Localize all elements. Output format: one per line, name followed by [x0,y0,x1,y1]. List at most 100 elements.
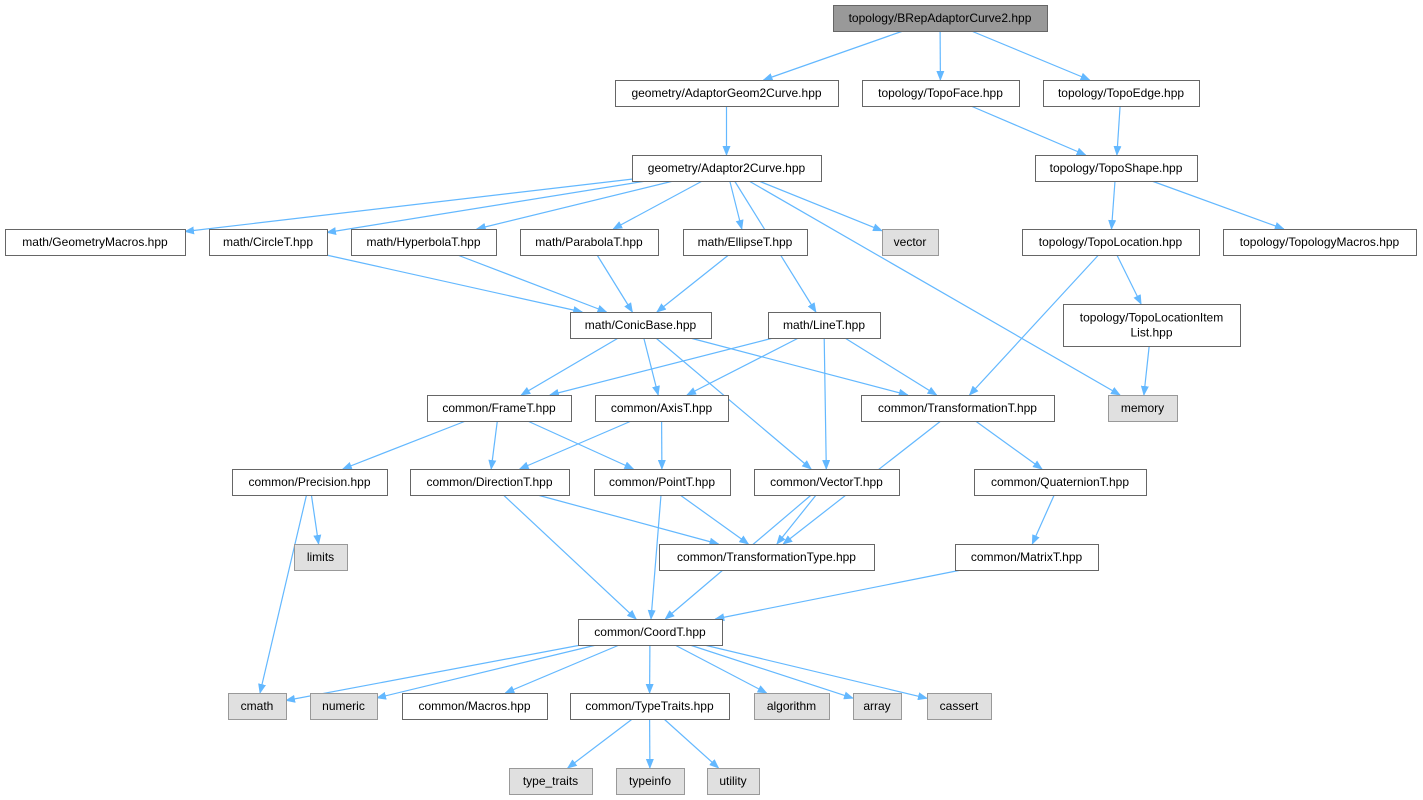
node-label: common/VectorT.hpp [770,475,883,489]
node-type_traits: type_traits [509,768,593,795]
node-parabola[interactable]: math/ParabolaT.hpp [520,229,659,256]
node-box [232,469,388,496]
node-quaternion[interactable]: common/QuaternionT.hpp [974,469,1147,496]
edge-hyperbola-to-conicbase [457,254,608,313]
edge-conicbase-to-vectort [655,337,812,470]
node-box [632,155,822,182]
edge-direction-to-transftype [537,494,720,546]
edge-root-to-topoedge [971,30,1091,81]
node-ellipse[interactable]: math/EllipseT.hpp [683,229,808,256]
edge-topoedge-to-toposhape [1113,105,1122,156]
node-label: limits [307,550,334,564]
node-topomacros[interactable]: topology/TopologyMacros.hpp [1223,229,1417,256]
node-label: math/CircleT.hpp [223,235,313,249]
node-coord[interactable]: common/CoordT.hpp [578,619,723,646]
edge-line-to-transformation [844,337,938,396]
node-label: math/EllipseT.hpp [698,235,793,249]
node-transformation[interactable]: common/TransformationT.hpp [861,395,1055,422]
edge-adaptor2-to-geommacros [184,178,633,235]
node-typetraits[interactable]: common/TypeTraits.hpp [570,693,730,720]
node-topolocation[interactable]: topology/TopoLocation.hpp [1022,229,1200,256]
node-line[interactable]: math/LineT.hpp [768,312,881,339]
node-adaptorgeom2[interactable]: geometry/AdaptorGeom2Curve.hpp [615,80,839,107]
node-frame[interactable]: common/FrameT.hpp [427,395,572,422]
node-label: numeric [322,699,365,713]
edge-toposhape-to-topomacros [1151,180,1285,230]
node-label: topology/TopoFace.hpp [878,86,1003,100]
node-box [410,469,570,496]
edge-typetraits-to-type_traits [566,718,633,769]
node-cassert: cassert [927,693,992,720]
edge-axis-to-direction [518,420,632,470]
edge-conicbase-to-axis [643,337,660,396]
edge-conicbase-to-transformation [690,337,909,397]
edge-typetraits-to-utility [663,718,720,769]
edge-quaternion-to-matrix [1031,494,1055,545]
node-box [616,768,685,795]
node-topoface[interactable]: topology/TopoFace.hpp [862,80,1020,107]
node-conicbase[interactable]: math/ConicBase.hpp [570,312,712,339]
node-label: common/AxisT.hpp [611,401,713,415]
node-box [1223,229,1417,256]
node-label: topology/TopoLocationItem [1080,311,1223,325]
node-box [974,469,1147,496]
node-label: geometry/AdaptorGeom2Curve.hpp [631,86,821,100]
node-label: common/TypeTraits.hpp [585,699,714,713]
node-vectort[interactable]: common/VectorT.hpp [754,469,900,496]
edge-topolocation-to-transformation [968,254,1099,396]
node-label: topology/TopoEdge.hpp [1058,86,1184,100]
node-label: geometry/Adaptor2Curve.hpp [648,161,806,175]
node-precision[interactable]: common/Precision.hpp [232,469,388,496]
edge-direction-to-coord [502,494,637,620]
node-transftype[interactable]: common/TransformationType.hpp [659,544,875,571]
node-box [1063,304,1241,347]
node-label: algorithm [767,699,816,713]
edge-ellipse-to-conicbase [656,254,729,313]
node-adaptor2[interactable]: geometry/Adaptor2Curve.hpp [632,155,822,182]
node-toposhape[interactable]: topology/TopoShape.hpp [1035,155,1198,182]
node-label: topology/BRepAdaptorCurve2.hpp [849,11,1032,25]
edge-coord-to-cmath [285,644,582,703]
node-label: typeinfo [629,774,671,788]
edge-parabola-to-conicbase [596,254,633,313]
node-root[interactable]: topology/BRepAdaptorCurve2.hpp [833,5,1048,32]
node-box [509,768,593,795]
edge-precision-to-cmath [258,494,308,694]
node-box [707,768,760,795]
node-point[interactable]: common/PointT.hpp [594,469,731,496]
node-geommacros[interactable]: math/GeometryMacros.hpp [5,229,186,256]
node-label: common/FrameT.hpp [442,401,556,415]
node-numeric: numeric [310,693,378,720]
node-label: common/QuaternionT.hpp [991,475,1129,489]
node-box [754,469,900,496]
node-utility: utility [707,768,760,795]
node-macros[interactable]: common/Macros.hpp [402,693,548,720]
node-box [427,395,572,422]
node-vector: vector [882,229,939,256]
node-typeinfo: typeinfo [616,768,685,795]
node-label: math/GeometryMacros.hpp [22,235,168,249]
node-circle[interactable]: math/CircleT.hpp [209,229,328,256]
node-label: topology/TopoShape.hpp [1050,161,1183,175]
node-box [768,312,881,339]
node-label: math/LineT.hpp [783,318,865,332]
edge-transformation-to-quaternion [975,420,1043,470]
node-box [594,469,731,496]
node-label: cmath [241,699,274,713]
node-box [520,229,659,256]
node-hyperbola[interactable]: math/HyperbolaT.hpp [351,229,497,256]
node-box [402,693,548,720]
node-box [1043,80,1200,107]
edge-precision-to-limits [310,494,322,545]
node-matrix[interactable]: common/MatrixT.hpp [955,544,1099,571]
node-label: common/MatrixT.hpp [971,550,1083,564]
node-box [955,544,1099,571]
node-topoedge[interactable]: topology/TopoEdge.hpp [1043,80,1200,107]
node-direction[interactable]: common/DirectionT.hpp [410,469,570,496]
nodes-layer: topology/BRepAdaptorCurve2.hpp geometry/A… [5,5,1417,795]
node-axis[interactable]: common/AxisT.hpp [595,395,729,422]
edge-adaptor2-to-circle [326,180,647,236]
edge-line-to-axis [686,337,799,396]
